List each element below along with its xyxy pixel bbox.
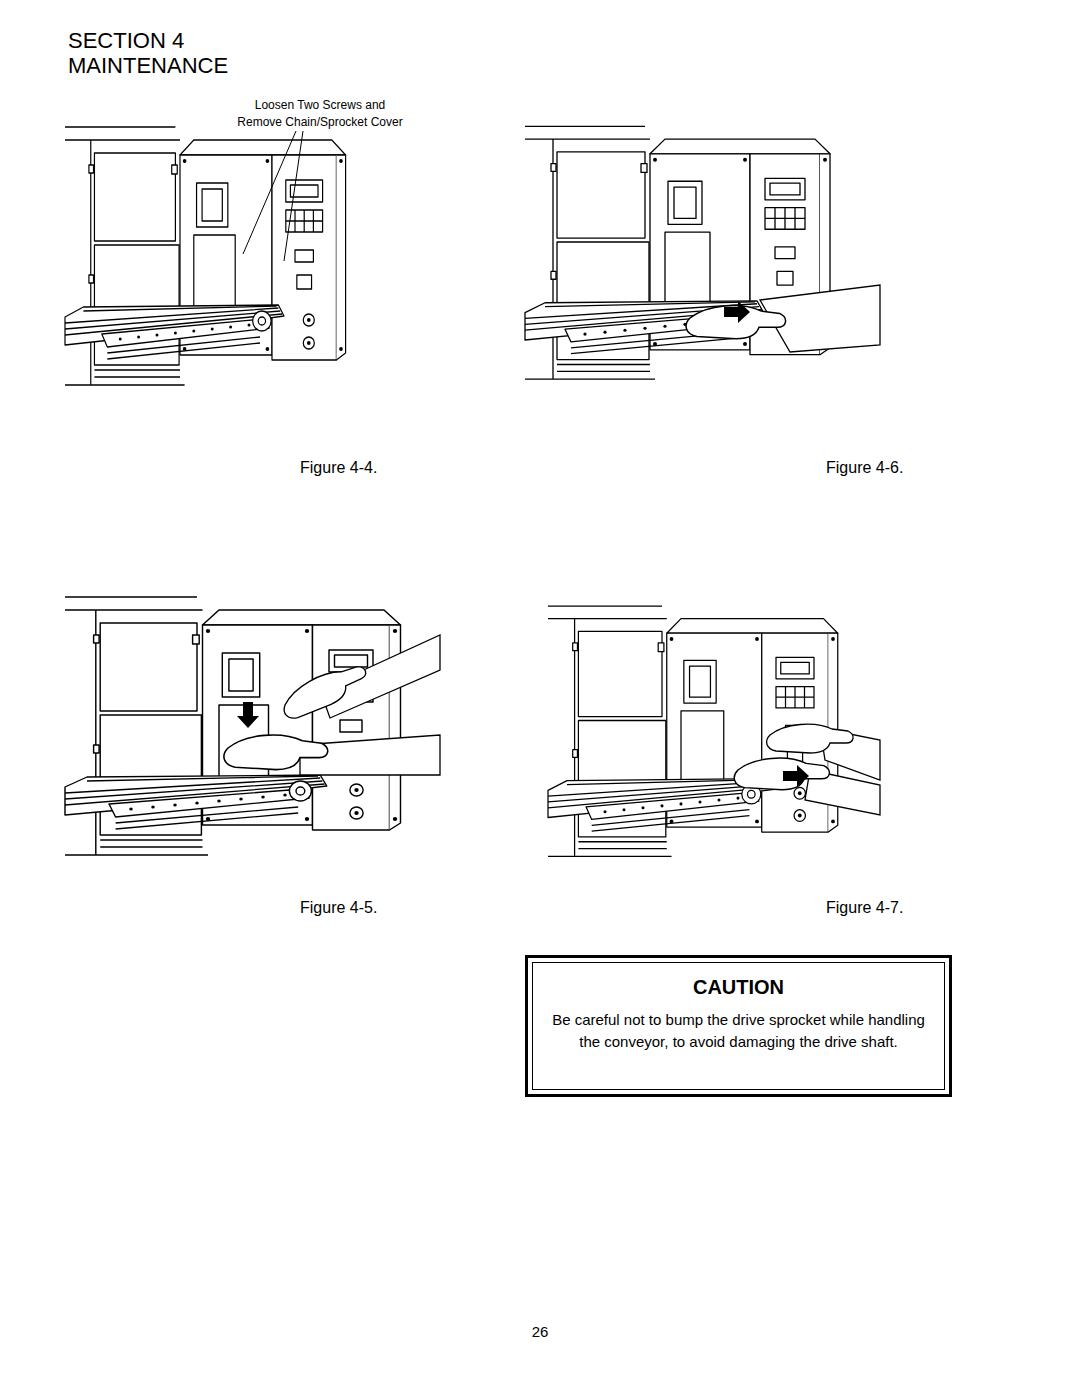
callout-text: Loosen Two Screws and Remove Chain/Sproc… <box>212 97 428 131</box>
figure-caption: Figure 4-7. <box>826 898 946 918</box>
caution-body: Be careful not to bump the drive sprocke… <box>551 1009 926 1053</box>
caution-box: CAUTION Be careful not to bump the drive … <box>525 955 952 1097</box>
page-number: 26 <box>500 1322 580 1342</box>
figure-caption: Figure 4-6. <box>826 458 946 478</box>
figure-caption: Figure 4-5. <box>300 898 420 918</box>
caution-heading: CAUTION <box>551 975 926 999</box>
figure-caption: Figure 4-4. <box>300 458 420 478</box>
section-heading: SECTION 4 MAINTENANCE <box>68 28 238 78</box>
